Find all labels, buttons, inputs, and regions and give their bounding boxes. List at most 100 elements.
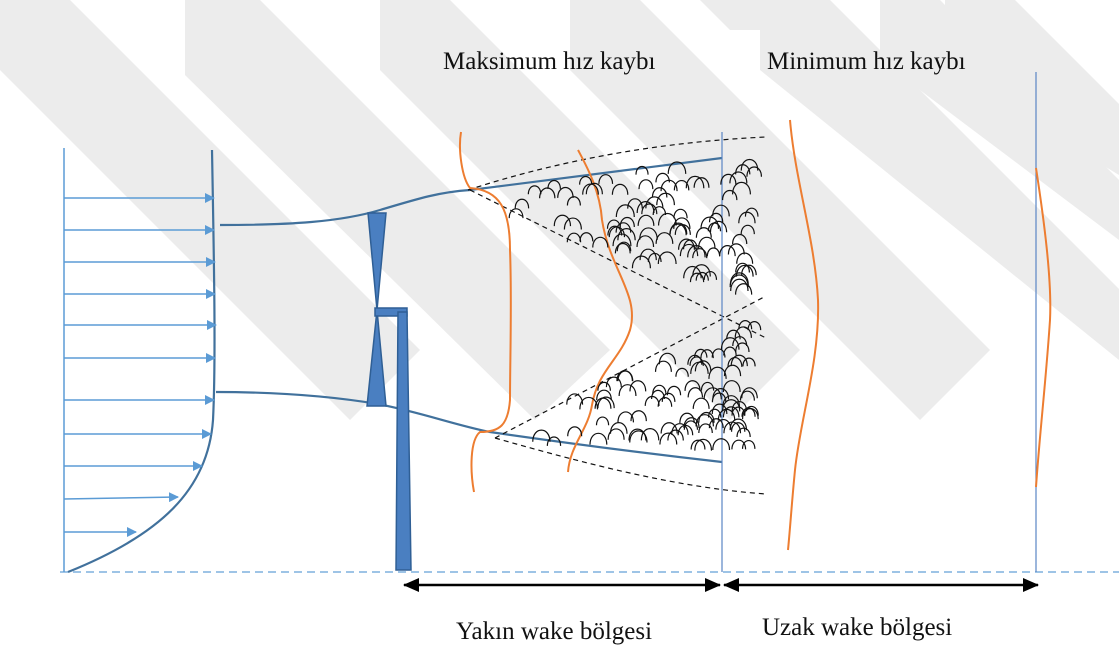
eddy-arc [746, 166, 763, 177]
eddy-arc [703, 270, 718, 280]
eddy-arc [682, 239, 698, 250]
eddy-arc [695, 271, 709, 281]
eddy-arc [667, 429, 684, 441]
eddy-arc [661, 392, 676, 402]
eddy-arc [527, 185, 542, 195]
eddy-arc [614, 242, 631, 254]
eddy-arc [707, 408, 722, 418]
eddy-arc [723, 421, 742, 434]
eddy-arc [585, 182, 603, 195]
eddy-arc [690, 439, 706, 450]
eddy-arc [679, 412, 695, 423]
eddy-arc [651, 187, 668, 198]
watermark-logo [0, 0, 1119, 420]
eddy-arc [607, 225, 623, 236]
eddy-arc [722, 395, 741, 407]
eddy-arc [719, 245, 736, 257]
eddy-arc [708, 418, 724, 429]
eddy-arc [539, 187, 556, 199]
profile-near-1 [459, 131, 512, 493]
eddy-arc [731, 401, 748, 412]
eddy-arc [720, 173, 737, 185]
eddy-arc [731, 181, 752, 195]
eddy-arc [597, 381, 611, 391]
eddy-arc [738, 211, 756, 224]
eddy-arc [567, 426, 583, 437]
eddy-arc [687, 354, 703, 365]
eddy-arc [659, 432, 678, 445]
eddy-arc [666, 385, 682, 396]
inflow-curve [67, 149, 216, 574]
inflow-profile [63, 148, 217, 574]
eddy-arc [729, 272, 749, 285]
eddy-arc [546, 436, 562, 446]
eddy-arc [707, 222, 722, 232]
eddy-arc [683, 417, 700, 429]
eddy-arc [723, 346, 737, 356]
eddy-arc [736, 252, 754, 264]
eddy-arc [684, 380, 701, 391]
eddy-arc [729, 171, 748, 184]
eddy-arc [563, 217, 582, 230]
eddy-arc [660, 422, 678, 434]
eddy-arc [741, 407, 756, 417]
eddy-arc [612, 233, 632, 247]
eddy-arc [553, 214, 572, 227]
eddy-arc [609, 422, 628, 434]
eddy-arc [657, 212, 677, 226]
eddy-arc [747, 321, 762, 331]
eddy-arc [727, 243, 745, 255]
eddy-arc [741, 408, 759, 420]
eddy-arc [700, 216, 720, 229]
eddy-arc [629, 380, 647, 392]
turbine-blade-upper [367, 212, 387, 311]
eddy-arc [698, 423, 713, 434]
eddy-arc [711, 392, 727, 403]
eddy-arc [726, 329, 741, 340]
eddy-arc [607, 428, 625, 440]
eddy-arc [618, 384, 637, 397]
turbulent-eddies [508, 158, 763, 451]
eddy-arc [694, 360, 712, 372]
profile-far-1 [787, 119, 820, 551]
eddy-arc [692, 264, 711, 277]
eddy-arc [673, 208, 688, 219]
eddy-arc [669, 223, 687, 236]
eddy-arc [734, 283, 753, 295]
eddy-arc [730, 354, 748, 367]
eddy-arc [636, 235, 655, 248]
eddy-arc [741, 264, 757, 276]
eddy-arc [657, 397, 673, 407]
eddy-arc [655, 232, 674, 244]
eddy-arc [671, 423, 689, 435]
eddy-arc [615, 204, 635, 218]
eddy-arc [641, 203, 658, 215]
eddy-arc [692, 397, 710, 409]
eddy-arc [598, 174, 614, 184]
eddy-arc [637, 214, 655, 226]
eddy-arc [735, 342, 750, 353]
eddy-arc [667, 161, 687, 174]
eddy-arc [547, 179, 561, 189]
eddy-arc [582, 183, 599, 195]
eddy-arc [721, 189, 738, 201]
eddy-arc [720, 337, 740, 350]
min-velocity-loss-label: Minimum hız kaybı [767, 48, 966, 75]
stream-tube-lower [215, 390, 723, 464]
eddy-arc [579, 175, 593, 185]
turbine-tower [395, 311, 412, 571]
eddy-arc [616, 241, 632, 252]
eddy-arc [557, 186, 574, 198]
eddy-arc [744, 207, 759, 217]
stream-tube [215, 156, 723, 464]
eddy-arc [639, 248, 657, 261]
eddy-arc [611, 183, 629, 195]
eddy-arc [606, 219, 621, 229]
eddy-arc [689, 272, 705, 283]
far-wake-label: Uzak wake bölgesi [762, 614, 952, 641]
eddy-arc [652, 384, 667, 395]
eddy-arc [708, 366, 727, 379]
max-velocity-loss-label: Maksimum hız kaybı [443, 48, 656, 75]
eddy-arc [654, 360, 672, 372]
eddy-arc [617, 411, 635, 423]
